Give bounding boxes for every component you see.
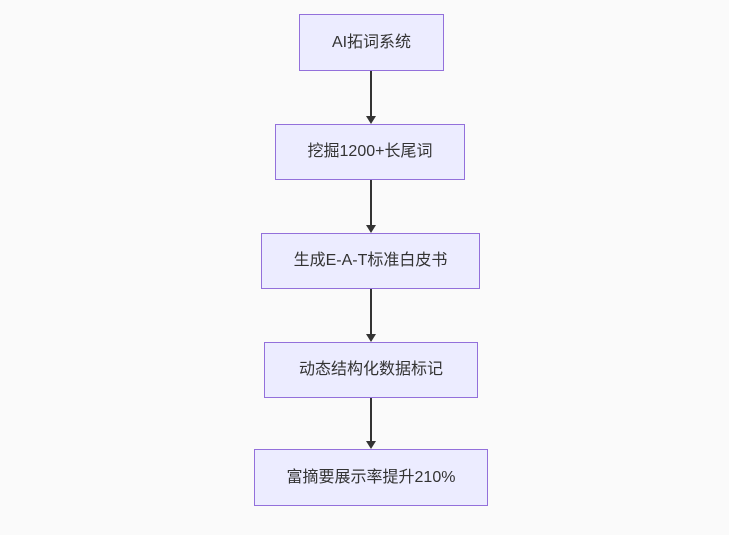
flow-node-label: AI拓词系统: [331, 33, 412, 51]
arrow-shaft: [370, 71, 372, 116]
flow-arrow-4: [366, 398, 376, 449]
arrowhead-down-icon: [366, 441, 376, 449]
arrowhead-down-icon: [366, 116, 376, 124]
flow-node-longtail-mining: 挖掘1200+长尾词: [275, 124, 465, 180]
flow-node-label: 动态结构化数据标记: [298, 361, 443, 378]
flow-node-ai-keyword-system: AI拓词系统: [299, 14, 444, 71]
arrowhead-down-icon: [366, 225, 376, 233]
flow-node-label: 富摘要展示率提升210%: [286, 468, 456, 486]
flow-node-rich-snippet-uplift: 富摘要展示率提升210%: [254, 449, 488, 506]
arrow-shaft: [370, 398, 372, 441]
flow-node-label: 挖掘1200+长尾词: [307, 143, 433, 160]
flow-node-eat-whitepaper: 生成E-A-T标准白皮书: [261, 233, 480, 289]
flow-arrow-2: [366, 180, 376, 233]
arrow-shaft: [370, 180, 372, 225]
flow-node-label: 生成E-A-T标准白皮书: [293, 252, 448, 269]
flow-arrow-1: [366, 71, 376, 124]
flow-node-structured-data-markup: 动态结构化数据标记: [264, 342, 478, 398]
arrow-shaft: [370, 289, 372, 334]
flow-arrow-3: [366, 289, 376, 342]
arrowhead-down-icon: [366, 334, 376, 342]
